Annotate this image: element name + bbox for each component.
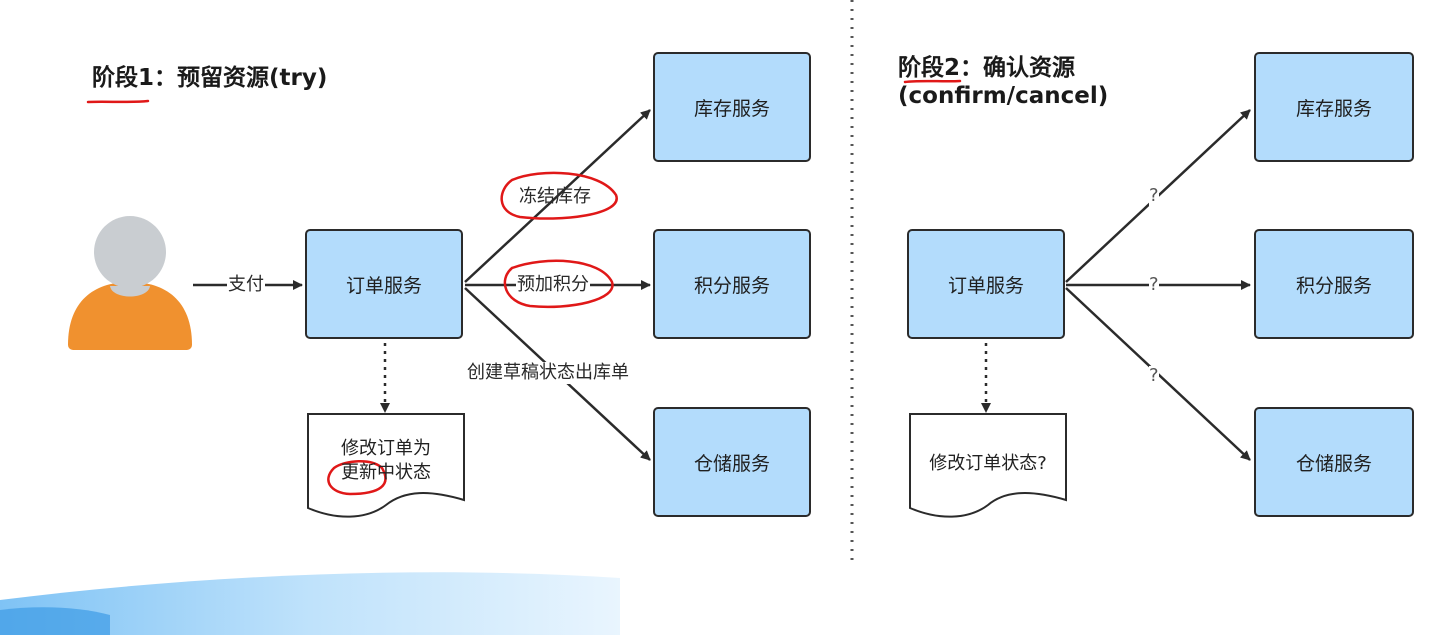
- p2-points-service-label: 积分服务: [1295, 274, 1372, 297]
- warehouse-service-label: 仓储服务: [693, 452, 770, 475]
- p2-order-service-box: 订单服务: [907, 229, 1065, 339]
- order-service-box: 订单服务: [305, 229, 463, 339]
- p2-warehouse-service-box: 仓储服务: [1254, 407, 1414, 517]
- red-annotations: [86, 79, 962, 496]
- p2-order-service-label: 订单服务: [947, 274, 1024, 297]
- inventory-service-box: 库存服务: [653, 52, 811, 162]
- inventory-service-label: 库存服务: [693, 97, 770, 120]
- p2-question-1: ?: [1149, 185, 1159, 206]
- phase2-title-line1: 阶段2：确认资源: [898, 55, 1076, 81]
- phase2-title: 阶段2：确认资源 (confirm/cancel): [898, 54, 1108, 110]
- doc2-text: 修改订单状态?: [929, 453, 1047, 474]
- freeze-arrow: [464, 109, 651, 283]
- p2-inventory-service-box: 库存服务: [1254, 52, 1414, 162]
- doc1-line2: 更新中状态: [341, 462, 431, 483]
- warehouse-service-box: 仓储服务: [653, 407, 811, 517]
- create-draft-label: 创建草稿状态出库单: [466, 362, 630, 384]
- order-service-label: 订单服务: [345, 274, 422, 297]
- points-service-box: 积分服务: [653, 229, 811, 339]
- p2-question-2: ?: [1149, 274, 1159, 295]
- decorative-wave: [0, 572, 620, 635]
- p2-warehouse-service-label: 仓储服务: [1295, 452, 1372, 475]
- document-shape-1: [307, 413, 465, 518]
- doc1-text: 修改订单为 更新中状态: [308, 437, 464, 485]
- p2-inventory-service-label: 库存服务: [1295, 97, 1372, 120]
- p2-question-3: ?: [1149, 365, 1159, 386]
- freeze-inventory-label: 冻结库存: [519, 186, 591, 207]
- p2-points-service-box: 积分服务: [1254, 229, 1414, 339]
- phase1-title: 阶段1：预留资源(try): [92, 65, 328, 91]
- document-shape-2: [909, 413, 1067, 518]
- points-service-label: 积分服务: [693, 274, 770, 297]
- doc1-line1: 修改订单为: [341, 438, 431, 459]
- pay-label: 支付: [227, 274, 265, 296]
- add-points-label: 预加积分: [516, 274, 590, 296]
- user-avatar-icon: [68, 216, 192, 350]
- decorative-wave-dark: [0, 607, 110, 635]
- phase2-title-line2: (confirm/cancel): [898, 83, 1109, 109]
